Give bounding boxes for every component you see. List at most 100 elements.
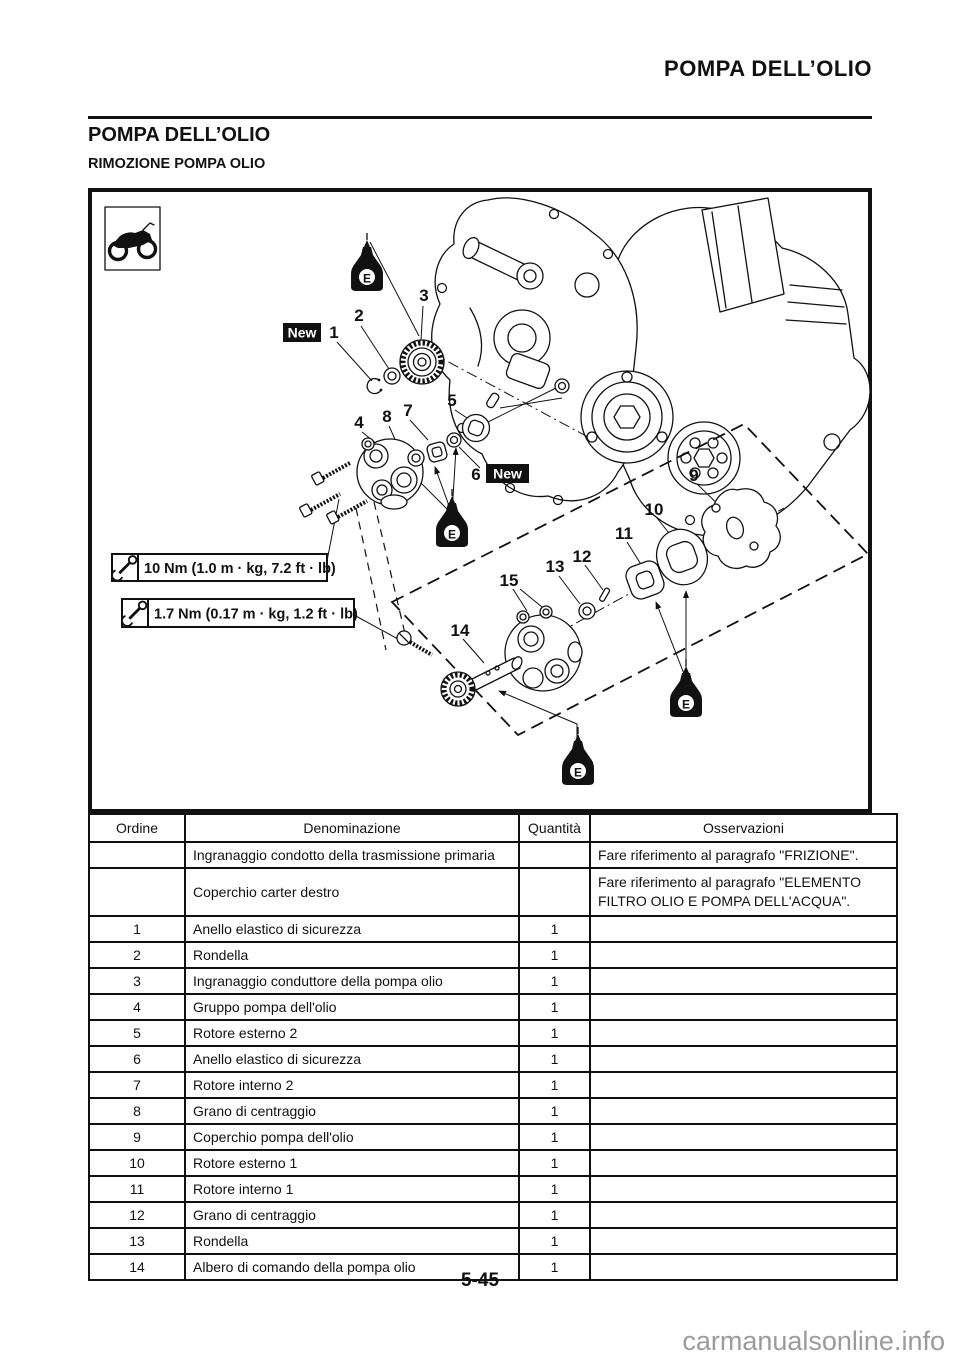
cell-denominazione: Rotore esterno 2 (184, 1019, 520, 1047)
motorcycle-icon (104, 206, 161, 271)
callout-4: 4 (354, 413, 364, 432)
cell-ordine: 12 (88, 1201, 186, 1229)
cell-osservazioni (589, 1253, 898, 1281)
cell-osservazioni (589, 915, 898, 943)
cell-osservazioni (589, 967, 898, 995)
table-row: 13 Rondella 1 (88, 1227, 898, 1255)
table-row: 3 Ingranaggio conduttore della pompa oli… (88, 967, 898, 995)
table-row: 1 Anello elastico di sicurezza 1 (88, 915, 898, 943)
cell-quantita: 1 (518, 915, 591, 943)
callout-7: 7 (403, 401, 412, 420)
part-dowel-pin (486, 392, 500, 409)
table-row: 4 Gruppo pompa dell'olio 1 (88, 993, 898, 1021)
cell-ordine: 8 (88, 1097, 186, 1125)
watermark: carmanualsonline.info (682, 1326, 945, 1356)
cell-denominazione: Anello elastico di sicurezza (184, 1045, 520, 1073)
cell-ordine: 13 (88, 1227, 186, 1255)
cell-quantita: 1 (518, 1071, 591, 1099)
part-washer-2 (383, 367, 401, 385)
cell-quantita: 1 (518, 993, 591, 1021)
part-oil-pump-assembly-4 (356, 437, 425, 510)
cell-denominazione: Gruppo pompa dell'olio (184, 993, 520, 1021)
cell-denominazione: Rotore interno 2 (184, 1071, 520, 1099)
cell-osservazioni (589, 1071, 898, 1099)
cell-denominazione: Rondella (184, 941, 520, 969)
table-row: Ingranaggio condotto della trasmissione … (88, 841, 898, 869)
part-circlip-1 (366, 377, 383, 395)
oil-symbol-letter: E (574, 766, 582, 780)
cell-osservazioni (589, 1201, 898, 1229)
cell-osservazioni (589, 993, 898, 1021)
part-cover-9 (701, 488, 781, 570)
callout-10: 10 (645, 500, 664, 519)
cell-quantita: 1 (518, 1253, 591, 1281)
cell-ordine: 3 (88, 967, 186, 995)
table-row: 2 Rondella 1 (88, 941, 898, 969)
oil-symbol-bottom: E (561, 726, 595, 786)
col-header-quantita: Quantità (518, 813, 591, 843)
cell-denominazione: Ingranaggio condotto della trasmissione … (184, 841, 520, 869)
part-outer-rotor-5 (461, 413, 491, 443)
clutch-boss (580, 370, 674, 464)
callout-1: 1 (329, 323, 338, 342)
cell-quantita: 1 (518, 967, 591, 995)
col-header-denominazione: Denominazione (184, 813, 520, 843)
table-row: 7 Rotore interno 2 1 (88, 1071, 898, 1099)
table-row: 12 Grano di centraggio 1 (88, 1201, 898, 1229)
callout-14: 14 (451, 621, 470, 640)
cell-quantita: 1 (518, 1175, 591, 1203)
table-row: 14 Albero di comando della pompa olio 1 (88, 1253, 898, 1281)
callout-11: 11 (615, 524, 633, 543)
torque-spec-text-1: 10 Nm (1.0 m · kg, 7.2 ft · lb) (144, 561, 336, 577)
cell-ordine: 2 (88, 941, 186, 969)
exploded-diagram: E E E E New New 1 2 3 4 5 6 7 8 9 10 11 … (90, 190, 871, 811)
chapter-title: POMPA DELL’OLIO (664, 56, 872, 81)
cell-ordine: 7 (88, 1071, 186, 1099)
cell-osservazioni (589, 1149, 898, 1177)
part-shaft-gear-14 (440, 656, 523, 707)
callout-9: 9 (689, 466, 698, 485)
engine-case-drawing (430, 197, 871, 537)
torque-spec-box-2: 1.7 Nm (0.17 m · kg, 1.2 ft · lb) (120, 598, 358, 628)
callout-8: 8 (382, 407, 391, 426)
cell-ordine: 4 (88, 993, 186, 1021)
part-washer-6 (446, 432, 462, 448)
callout-15: 15 (500, 571, 519, 590)
part-inner-rotor-7 (426, 441, 448, 463)
cell-denominazione: Grano di centraggio (184, 1201, 520, 1229)
page-number: 5-45 (460, 1270, 500, 1291)
part-gear-3 (399, 339, 445, 385)
cell-quantita: 1 (518, 1201, 591, 1229)
part-outer-rotor-10 (655, 528, 709, 586)
new-label-top: New (283, 323, 321, 342)
cell-osservazioni (589, 1123, 898, 1151)
page-title: POMPA DELL’OLIO (88, 124, 271, 146)
cell-ordine: 10 (88, 1149, 186, 1177)
table-row: Coperchio carter destro Fare riferimento… (88, 867, 898, 917)
table-row: 8 Grano di centraggio 1 (88, 1097, 898, 1125)
svg-text:New: New (493, 466, 522, 482)
table-row: 11 Rotore interno 1 1 (88, 1175, 898, 1203)
callout-12: 12 (573, 547, 592, 566)
cell-ordine: 1 (88, 915, 186, 943)
oil-symbol-letter: E (682, 698, 690, 712)
table-row: 5 Rotore esterno 2 1 (88, 1019, 898, 1047)
oil-symbol-letter: E (448, 528, 456, 542)
table-header-row: Ordine Denominazione Quantità Osservazio… (88, 813, 898, 843)
part-washer-13 (578, 602, 596, 620)
cell-denominazione: Grano di centraggio (184, 1097, 520, 1125)
torque-spec-box-1: 10 Nm (1.0 m · kg, 7.2 ft · lb) (110, 553, 336, 582)
col-header-ordine: Ordine (88, 813, 186, 843)
cell-denominazione: Rondella (184, 1227, 520, 1255)
parts-table: Ordine Denominazione Quantità Osservazio… (88, 813, 898, 1281)
cell-quantita: 1 (518, 941, 591, 969)
cell-osservazioni (589, 1175, 898, 1203)
cell-osservazioni (589, 1227, 898, 1255)
cell-quantita: 1 (518, 1097, 591, 1125)
callout-13: 13 (546, 557, 565, 576)
cylinder-stub (701, 197, 785, 313)
header-rule (88, 116, 872, 119)
cell-denominazione: Rotore interno 1 (184, 1175, 520, 1203)
cell-osservazioni (589, 1045, 898, 1073)
cell-osservazioni (589, 941, 898, 969)
